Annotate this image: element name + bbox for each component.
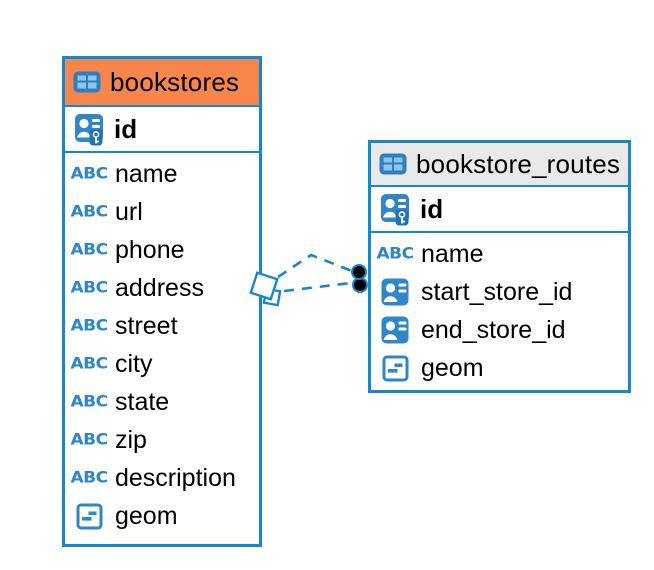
foreign-key-icon bbox=[378, 278, 412, 306]
text-type-icon: ABC bbox=[70, 164, 108, 184]
text-type-icon: ABC bbox=[70, 240, 108, 260]
column-name: url bbox=[115, 197, 143, 226]
entity-columns: ABC name ABC url ABC phone ABC address A… bbox=[65, 153, 259, 535]
entity-title: bookstores bbox=[110, 66, 240, 97]
column-name: name bbox=[115, 159, 178, 188]
column-name: city bbox=[115, 349, 153, 378]
column-row[interactable]: ABC url bbox=[65, 193, 259, 231]
column-name: end_store_id bbox=[421, 315, 566, 344]
text-type-icon: ABC bbox=[70, 354, 108, 374]
column-name: phone bbox=[115, 235, 185, 264]
column-name: address bbox=[115, 273, 204, 302]
primary-key-icon bbox=[378, 193, 412, 226]
relation-line-start-store[interactable] bbox=[277, 253, 353, 279]
text-type-icon: ABC bbox=[70, 278, 108, 298]
text-type-icon: ABC bbox=[70, 202, 108, 222]
column-row[interactable]: end_store_id bbox=[371, 311, 628, 349]
column-row[interactable]: ABC address bbox=[65, 269, 259, 307]
entity-bookstore-routes[interactable]: bookstore_routes id ABC bbox=[368, 140, 631, 393]
column-row[interactable]: ABC city bbox=[65, 345, 259, 383]
entity-header-bookstore-routes[interactable]: bookstore_routes bbox=[371, 143, 628, 187]
relation-line-end-store[interactable] bbox=[283, 281, 352, 293]
entity-columns: ABC name start_store_id bbox=[371, 233, 628, 387]
column-name: description bbox=[115, 463, 236, 492]
column-name: street bbox=[115, 311, 178, 340]
column-row[interactable]: geom bbox=[65, 497, 259, 535]
column-name: start_store_id bbox=[421, 277, 573, 306]
column-row[interactable]: geom bbox=[371, 349, 628, 387]
column-row[interactable]: ABC name bbox=[371, 235, 628, 273]
entity-title: bookstore_routes bbox=[416, 148, 621, 179]
column-row-pk[interactable]: id bbox=[371, 187, 628, 233]
table-icon bbox=[73, 71, 101, 93]
column-row[interactable]: ABC description bbox=[65, 459, 259, 497]
column-name: id bbox=[420, 193, 444, 224]
text-type-icon: ABC bbox=[70, 468, 108, 488]
relation-target-circle-markers bbox=[351, 264, 368, 293]
column-row[interactable]: ABC phone bbox=[65, 231, 259, 269]
entity-header-bookstores[interactable]: bookstores bbox=[65, 59, 259, 107]
column-row[interactable]: ABC zip bbox=[65, 421, 259, 459]
entity-bookstores[interactable]: bookstores id ABC bbox=[62, 56, 262, 547]
column-name: geom bbox=[421, 353, 484, 382]
column-name: state bbox=[115, 387, 170, 416]
column-name: geom bbox=[115, 501, 178, 530]
column-row[interactable]: ABC state bbox=[65, 383, 259, 421]
primary-key-icon bbox=[72, 113, 106, 146]
geometry-type-icon bbox=[72, 503, 106, 530]
text-type-icon: ABC bbox=[376, 244, 414, 264]
column-row[interactable]: ABC name bbox=[65, 155, 259, 193]
column-row-pk[interactable]: id bbox=[65, 107, 259, 153]
column-name: zip bbox=[115, 425, 147, 454]
column-name: name bbox=[421, 239, 484, 268]
table-icon bbox=[379, 153, 407, 175]
geometry-type-icon bbox=[378, 355, 412, 382]
text-type-icon: ABC bbox=[70, 430, 108, 450]
column-row[interactable]: ABC street bbox=[65, 307, 259, 345]
column-row[interactable]: start_store_id bbox=[371, 273, 628, 311]
text-type-icon: ABC bbox=[70, 392, 108, 412]
foreign-key-icon bbox=[378, 316, 412, 344]
text-type-icon: ABC bbox=[70, 316, 108, 336]
column-name: id bbox=[114, 113, 138, 144]
